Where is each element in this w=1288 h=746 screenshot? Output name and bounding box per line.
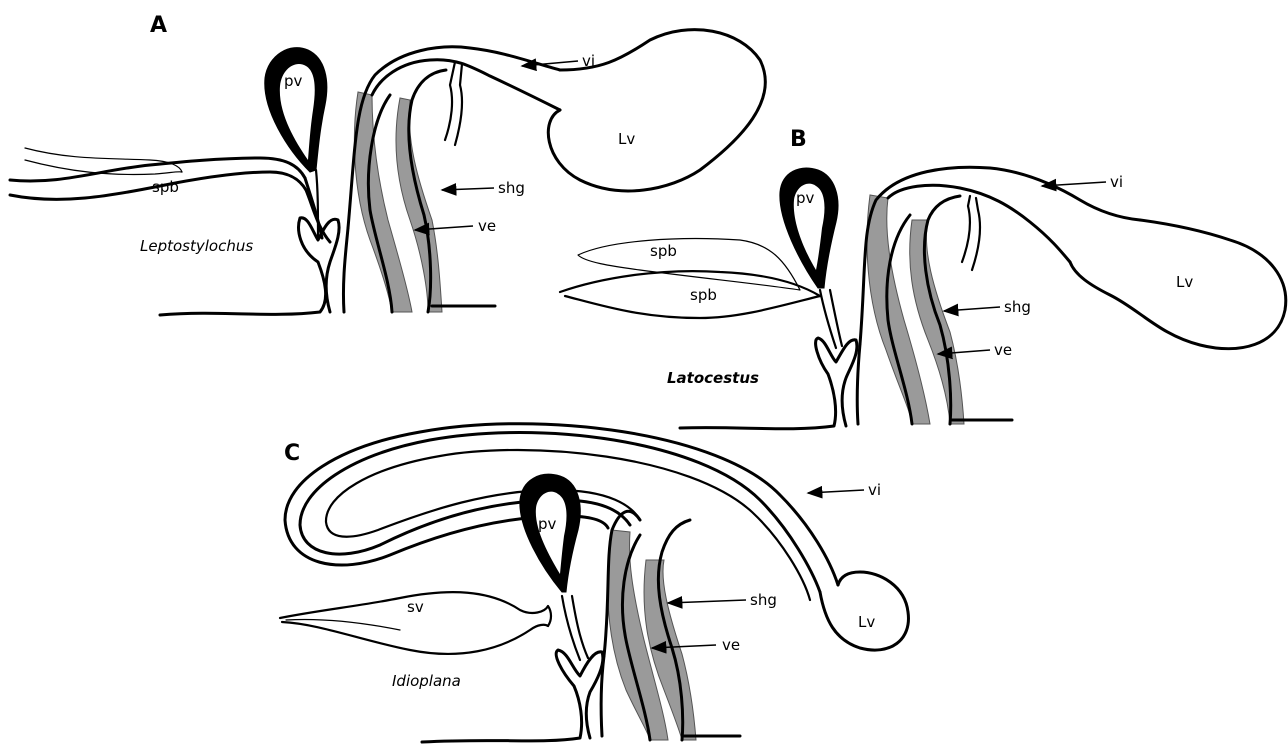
penis-papilla-a [160, 218, 339, 315]
label-ve-b: ve [994, 341, 1012, 359]
arrow-shg-b [944, 307, 1000, 311]
genus-a: Leptostylochus [140, 237, 253, 255]
sv-bottom-c [282, 622, 548, 654]
panel-c-letter: C [284, 441, 300, 466]
label-lv-b: Lv [1176, 273, 1193, 291]
label-shg-c: shg [750, 591, 777, 609]
label-sv-c: sv [407, 598, 424, 616]
spb-thin-a-1 [25, 148, 182, 172]
label-pv-b: pv [796, 189, 815, 207]
cement-duct-b-1 [962, 196, 970, 262]
spb-bursa-b-upper [578, 239, 800, 290]
cement-duct-b-2 [972, 198, 980, 270]
label-vi-b: vi [1110, 173, 1123, 191]
genus-c: Idioplana [392, 672, 461, 690]
penis-papilla-c [422, 650, 603, 742]
label-vi-a: vi [582, 52, 595, 70]
label-lv-c: Lv [858, 613, 875, 631]
cement-duct-a-1 [445, 62, 455, 140]
label-vi-c: vi [868, 481, 881, 499]
label-ve-a: ve [478, 217, 496, 235]
pv-duct-c-2 [572, 596, 588, 658]
antrum-wall-a [343, 228, 348, 312]
label-spb-a: spb [152, 178, 179, 196]
label-lv-a: Lv [618, 130, 635, 148]
label-spb-b-lower: spb [690, 286, 717, 304]
genus-b: Latocestus [667, 369, 759, 387]
panel-c: C Lv sv pv shg ve vi Idi [280, 424, 908, 742]
label-pv-a: pv [284, 72, 303, 90]
label-shg-a: shg [498, 179, 525, 197]
arrow-shg-c [668, 600, 746, 603]
antrum-wall-c [601, 656, 604, 736]
label-pv-c: pv [538, 515, 557, 533]
panel-a-letter: A [150, 13, 167, 38]
arrow-vi-c [808, 490, 864, 493]
label-shg-b: shg [1004, 298, 1031, 316]
panel-a: A pv Lv vi shg [10, 13, 765, 315]
langs-vesicle-c [820, 572, 908, 650]
langs-vesicle-a [548, 30, 765, 191]
arrow-shg-a [442, 188, 494, 190]
label-spb-b-upper: spb [650, 242, 677, 260]
cement-duct-a-2 [455, 64, 462, 145]
panel-b-letter: B [790, 127, 807, 152]
label-ve-c: ve [722, 636, 740, 654]
antrum-wall-b [857, 344, 860, 424]
pv-duct-a [316, 170, 318, 238]
panel-b: B spb spb pv Lv vi shg ve [560, 127, 1286, 429]
